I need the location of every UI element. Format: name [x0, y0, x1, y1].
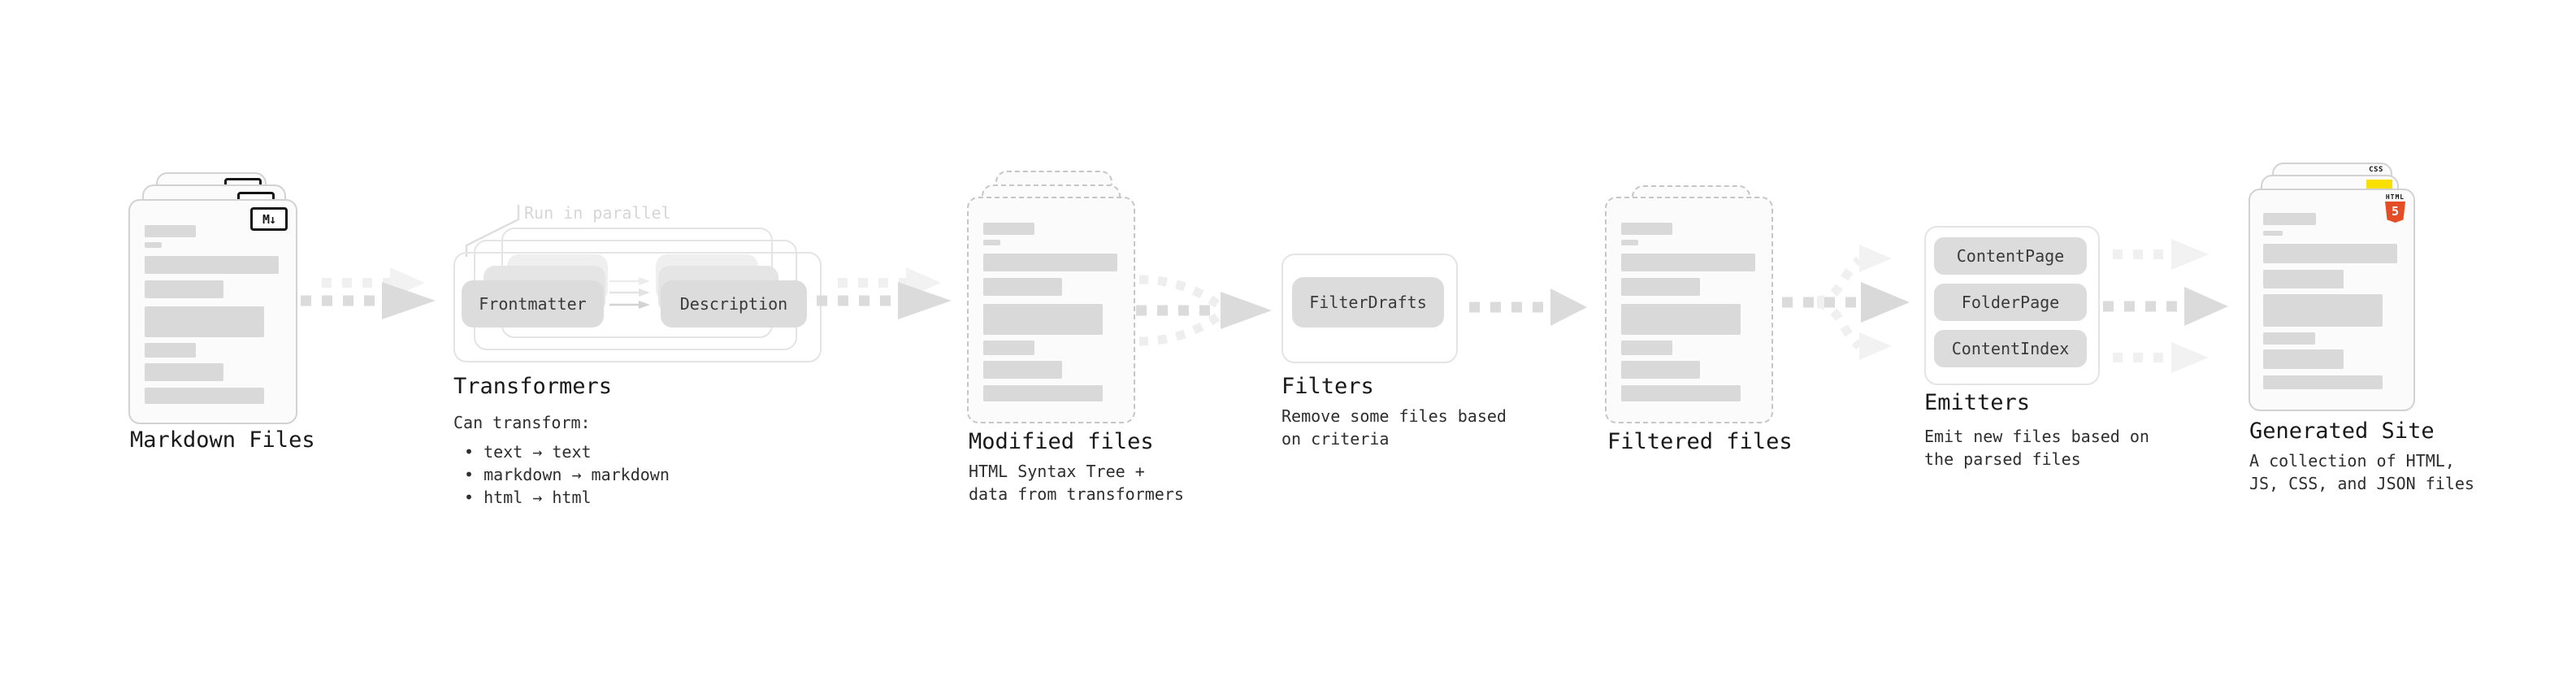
text-line-bar — [1621, 361, 1700, 379]
modified-files-title: Modified files — [969, 429, 1154, 454]
text-line-bar — [145, 256, 279, 274]
text-line-bar — [2263, 375, 2383, 389]
text-line-bar — [2263, 349, 2344, 369]
transformers-description-line: Can transform: — [453, 413, 591, 432]
text-line-bar — [983, 278, 1062, 296]
pill-description: Description — [661, 280, 807, 327]
flow-arrow-modified-to-filters — [1136, 275, 1272, 346]
modified-files-description-line: data from transformers — [969, 484, 1184, 504]
filters-title: Filters — [1281, 374, 1374, 399]
text-line-bar — [145, 280, 223, 298]
modified-file-card — [967, 197, 1135, 423]
text-line-bar — [983, 385, 1103, 401]
pill-frontmatter: Frontmatter — [462, 280, 604, 327]
transformers-description: Can transform: • text → text • markdown … — [453, 411, 670, 509]
text-line-bar — [983, 361, 1062, 379]
text-line-bar — [2263, 244, 2397, 263]
filters-description: Remove some files based on criteria — [1281, 405, 1507, 450]
text-line-bar — [1621, 278, 1700, 296]
text-line-bar — [1621, 304, 1741, 335]
flow-arrow-markdown-to-transformers — [301, 267, 436, 319]
text-line-bar — [2263, 270, 2344, 288]
modified-files-description-line: HTML Syntax Tree + — [969, 462, 1145, 481]
pill-contentindex: ContentIndex — [1934, 330, 2087, 367]
text-line-bar — [983, 254, 1117, 271]
markdown-icon: M↓ — [250, 207, 288, 231]
transformers-bullet: • text → text — [464, 442, 592, 462]
transformers-bullet: • html → html — [464, 488, 592, 507]
generated-site-description-line: A collection of HTML, — [2249, 451, 2455, 471]
text-line-bar — [983, 240, 1000, 245]
text-line-bar — [983, 304, 1103, 335]
text-line-bar — [145, 306, 264, 337]
filters-description-line: Remove some files based — [1281, 406, 1507, 426]
pill-filterdrafts: FilterDrafts — [1292, 277, 1444, 327]
html5-icon: HTML 5 — [2385, 194, 2405, 223]
run-in-parallel-annotation: Run in parallel — [524, 203, 671, 223]
text-line-bar — [1621, 223, 1672, 235]
flow-arrow-emitters-to-generated — [2103, 239, 2228, 373]
generated-site-title: Generated Site — [2249, 419, 2435, 444]
pill-folderpage: FolderPage — [1934, 284, 2087, 321]
transformers-bullet: • markdown → markdown — [464, 465, 670, 484]
text-line-bar — [145, 388, 264, 404]
text-line-bar — [1621, 240, 1638, 245]
text-line-bar — [145, 225, 196, 237]
pill-contentpage: ContentPage — [1934, 237, 2087, 275]
html5-icon-label: HTML — [2385, 193, 2405, 201]
text-line-bar — [2263, 332, 2315, 345]
text-line-bar — [145, 343, 196, 358]
annotation-leader-line — [465, 205, 520, 257]
emitters-description: Emit new files based on the parsed files — [1924, 425, 2149, 471]
filters-description-line: on criteria — [1281, 429, 1390, 449]
modified-files-description: HTML Syntax Tree + data from transformer… — [969, 460, 1184, 505]
transformer-step-arrows — [609, 277, 650, 309]
text-line-bar — [1621, 254, 1755, 271]
transformers-title: Transformers — [453, 374, 613, 399]
text-line-bar — [983, 340, 1034, 355]
emitters-description-line: the parsed files — [1924, 449, 2081, 469]
flow-arrow-filters-to-filtered — [1469, 288, 1587, 326]
generated-site-description: A collection of HTML, JS, CSS, and JSON … — [2249, 449, 2474, 495]
html5-icon-shield: 5 — [2385, 202, 2405, 223]
html-file-card: HTML 5 — [2249, 189, 2415, 411]
generated-site-description-line: JS, CSS, and JSON files — [2249, 474, 2474, 493]
flow-arrow-transformers-to-modified — [817, 267, 952, 319]
filtered-file-card — [1605, 197, 1773, 423]
emitters-description-line: Emit new files based on — [1924, 427, 2149, 446]
text-line-bar — [983, 223, 1034, 235]
markdown-files-title: Markdown Files — [130, 427, 315, 453]
text-line-bar — [1621, 340, 1672, 355]
filters-box — [1281, 254, 1458, 363]
flow-arrow-filtered-to-emitters — [1782, 245, 1910, 360]
emitters-box — [1924, 226, 2100, 385]
transformer-box-front — [453, 252, 822, 362]
emitters-title: Emitters — [1924, 390, 2031, 415]
text-line-bar — [145, 363, 223, 381]
text-line-bar — [1621, 385, 1741, 401]
filtered-files-title: Filtered files — [1607, 429, 1793, 454]
css-icon-label: CSS — [2369, 166, 2383, 174]
markdown-file-card: M↓ — [128, 199, 297, 424]
text-line-bar — [145, 242, 162, 248]
text-line-bar — [2263, 213, 2316, 225]
text-line-bar — [2263, 231, 2283, 236]
text-line-bar — [2263, 294, 2383, 327]
